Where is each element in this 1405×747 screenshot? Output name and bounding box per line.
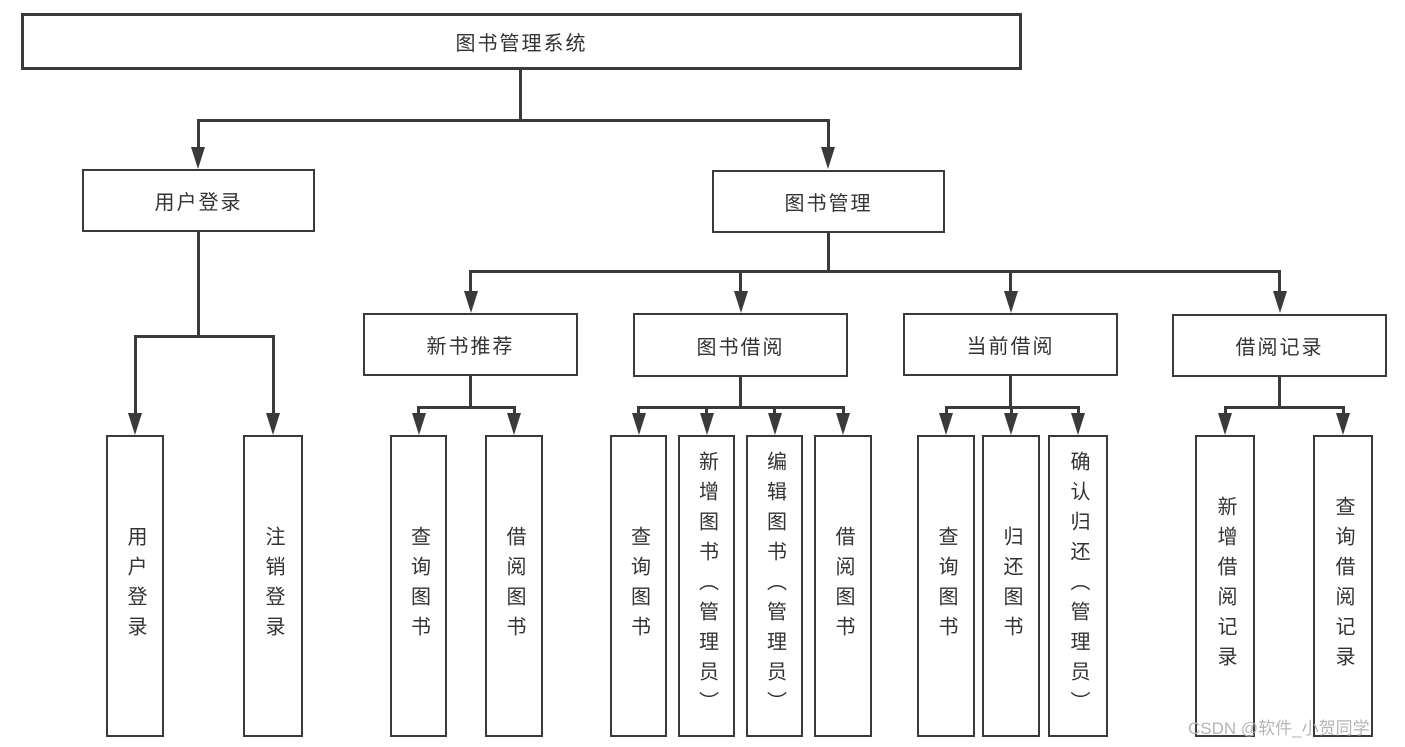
node-user-login: 用户登录: [82, 169, 315, 232]
node-book-borrowing: 图书借阅: [633, 313, 848, 377]
connector-line: [271, 335, 275, 413]
node-book-management: 图书管理: [712, 170, 945, 233]
arrow-down-icon: [1071, 413, 1085, 435]
csdn-watermark: CSDN @软件_小贺同学: [1188, 719, 1370, 738]
leaf-user-login: 用户登录: [106, 435, 164, 737]
arrow-down-icon: [1003, 291, 1018, 313]
connector-line: [1278, 377, 1281, 408]
connector-line: [841, 406, 845, 413]
arrow-down-icon: [191, 147, 205, 169]
connector-line: [133, 335, 137, 413]
connector-line: [133, 335, 275, 338]
arrow-down-icon: [1336, 413, 1350, 435]
connector-line: [1076, 406, 1080, 413]
connector-line: [417, 406, 515, 409]
leaf-add-borrow-record: 新增借阅记录: [1195, 435, 1255, 737]
connector-line: [1223, 406, 1227, 413]
arrow-down-icon: [1272, 291, 1287, 313]
arrow-down-icon: [733, 291, 748, 313]
leaf-logout: 注销登录: [243, 435, 303, 737]
arrow-down-icon: [266, 413, 280, 435]
connector-line: [1223, 406, 1345, 409]
leaf-add-books-admin: 新增图书（管理员）: [678, 435, 735, 737]
node-current-borrowing: 当前借阅: [903, 313, 1118, 376]
arrow-down-icon: [939, 413, 953, 435]
connector-line: [826, 119, 830, 148]
arrow-down-icon: [699, 413, 714, 435]
connector-line: [739, 270, 742, 291]
leaf-return-books: 归还图书: [982, 435, 1040, 737]
leaf-borrow-books-recommend: 借阅图书: [485, 435, 543, 737]
connector-line: [469, 376, 472, 408]
leaf-confirm-return-admin: 确认归还（管理员）: [1048, 435, 1108, 737]
connector-line: [705, 406, 708, 413]
arrow-down-icon: [631, 413, 646, 435]
connector-line: [826, 233, 830, 272]
connector-line: [469, 270, 1280, 273]
leaf-query-books-current: 查询图书: [917, 435, 975, 737]
node-new-book-recommend: 新书推荐: [363, 313, 578, 376]
arrow-down-icon: [463, 291, 478, 313]
node-borrowing-records: 借阅记录: [1172, 314, 1387, 377]
arrow-down-icon: [836, 413, 850, 435]
connector-line: [1278, 270, 1281, 291]
connector-line: [196, 119, 200, 148]
leaf-edit-books-admin: 编辑图书（管理员）: [746, 435, 803, 737]
connector-line: [518, 70, 522, 120]
arrow-down-icon: [507, 413, 521, 435]
connector-line: [512, 406, 516, 413]
leaf-query-books-recommend: 查询图书: [390, 435, 447, 737]
arrow-down-icon: [767, 413, 782, 435]
arrow-down-icon: [411, 413, 426, 435]
connector-line: [1009, 270, 1012, 291]
connector-line: [637, 406, 844, 409]
arrow-down-icon: [1004, 413, 1018, 435]
node-library-system: 图书管理系统: [21, 13, 1022, 70]
connector-line: [197, 119, 830, 122]
leaf-borrow-books-borrowing: 借阅图书: [814, 435, 872, 737]
connector-line: [1009, 376, 1012, 408]
connector-line: [944, 406, 948, 413]
leaf-query-books-borrowing: 查询图书: [610, 435, 667, 737]
connector-line: [469, 270, 472, 291]
connector-line: [1009, 406, 1013, 413]
connector-line: [739, 377, 742, 408]
arrow-down-icon: [128, 413, 142, 435]
arrow-down-icon: [821, 147, 835, 169]
arrow-down-icon: [1218, 413, 1232, 435]
connector-line: [1341, 406, 1345, 413]
connector-line: [417, 406, 420, 413]
connector-line: [196, 232, 200, 336]
connector-line: [637, 406, 640, 413]
leaf-query-borrow-record: 查询借阅记录: [1313, 435, 1373, 737]
connector-line: [773, 406, 776, 413]
